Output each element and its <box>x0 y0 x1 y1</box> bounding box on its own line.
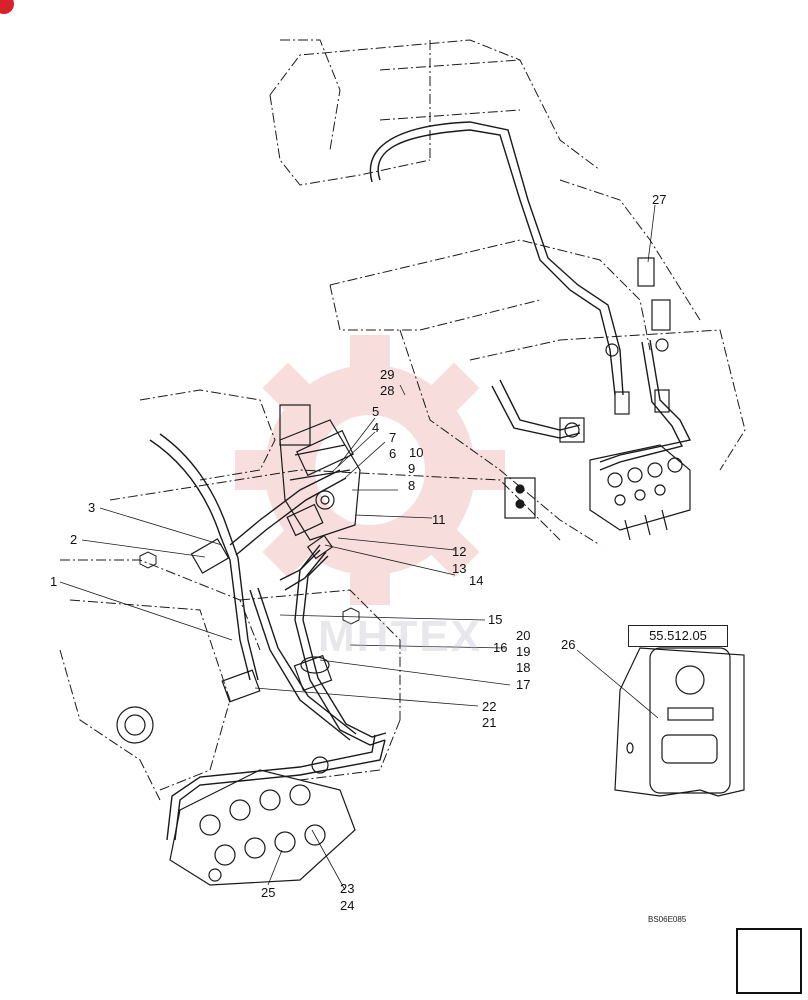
callout-2: 2 <box>70 532 78 547</box>
tube-clamp <box>293 654 333 692</box>
callout-27: 27 <box>652 192 667 207</box>
callout-12: 12 <box>452 544 467 559</box>
callout-29: 29 <box>380 367 395 382</box>
callout-17: 17 <box>516 677 531 692</box>
control-valve-lower <box>169 756 356 886</box>
leader-lines <box>59 204 659 891</box>
callout-23: 23 <box>340 881 355 896</box>
hex-nuts <box>139 551 360 625</box>
callout-4: 4 <box>372 420 380 435</box>
callout-24: 24 <box>340 898 355 913</box>
fittings <box>190 257 671 703</box>
tank-cap <box>116 706 154 744</box>
section-reference-box[interactable]: 55.512.05 <box>628 625 728 647</box>
callout-11: 11 <box>432 512 446 527</box>
callout-9: 9 <box>408 461 416 476</box>
drawing-code: BS06E085 <box>648 915 687 924</box>
callout-7: 7 <box>389 430 397 445</box>
callout-26: 26 <box>561 637 576 652</box>
callout-20: 20 <box>516 628 531 643</box>
control-valve-right <box>589 444 691 541</box>
callout-16: 16 <box>493 640 508 655</box>
callout-22: 22 <box>482 699 497 714</box>
callout-3: 3 <box>88 500 96 515</box>
decal-inset <box>614 647 745 797</box>
callout-13: 13 <box>452 561 467 576</box>
callout-25: 25 <box>261 885 276 900</box>
watermark-text: MHTEX <box>318 612 482 661</box>
upper-frame <box>269 39 746 546</box>
callout-15: 15 <box>488 612 503 627</box>
callout-6: 6 <box>389 446 397 461</box>
callout-19: 19 <box>516 644 531 659</box>
callout-5: 5 <box>372 404 380 419</box>
callout-28: 28 <box>380 383 395 398</box>
callout-1: 1 <box>50 574 58 589</box>
next-page-button[interactable] <box>736 928 802 994</box>
corner-badge <box>0 0 14 14</box>
callout-18: 18 <box>516 660 531 675</box>
callout-14: 14 <box>469 573 484 588</box>
left-frame <box>59 389 561 801</box>
valve-block <box>279 404 361 541</box>
callout-21: 21 <box>482 715 497 730</box>
callout-8: 8 <box>408 478 416 493</box>
callout-10: 10 <box>409 445 424 460</box>
